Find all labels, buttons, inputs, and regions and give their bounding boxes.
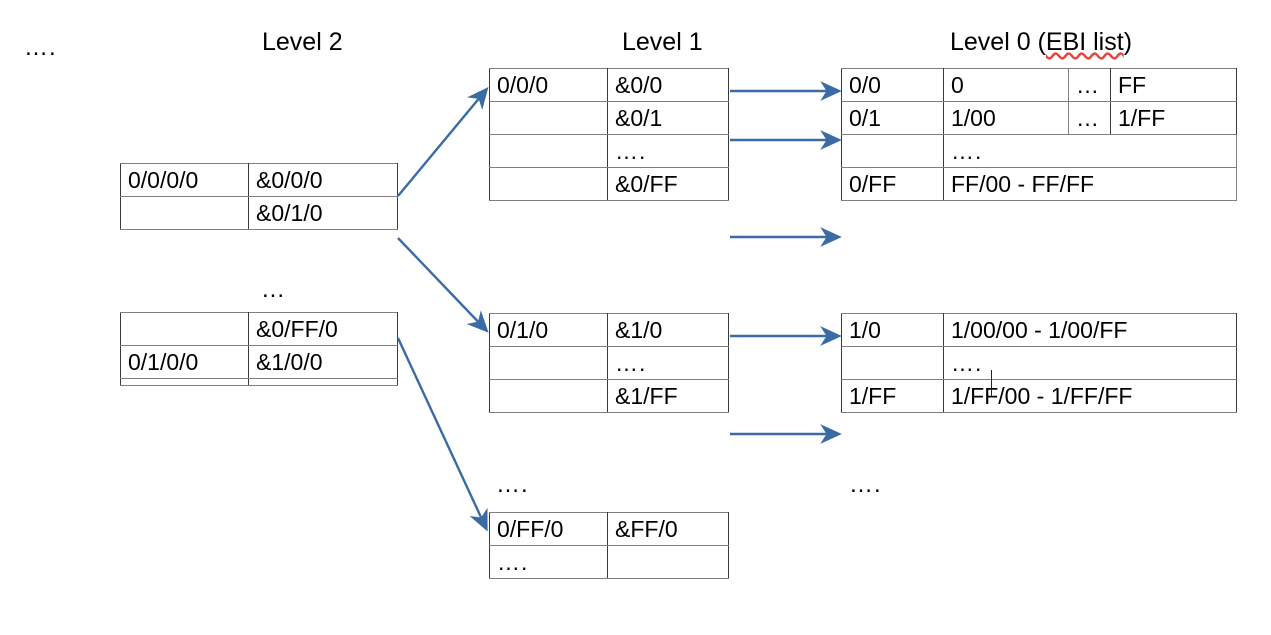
table-row[interactable]: 0/FF FF/00 - FF/FF	[841, 167, 1237, 201]
level2-table-a: 0/0/0/0 &0/0/0 &0/1/0	[120, 163, 398, 230]
level0-a-r1-c3[interactable]: 1/FF	[1110, 101, 1237, 135]
level0-b-r2-c1[interactable]: 1/FF/00 - 1/FF/FF	[943, 379, 1237, 413]
table-row[interactable]: ….	[489, 134, 729, 168]
level2-a-r0-ptr[interactable]: &0/0/0	[248, 163, 398, 197]
heading-level-1: Level 1	[622, 28, 703, 56]
level0-b-r1-c1[interactable]: ….	[943, 346, 1237, 380]
level0-a-r0-c3[interactable]: FF	[1110, 68, 1237, 102]
heading-level-2: Level 2	[262, 28, 343, 56]
level1-table-a: 0/0/0 &0/0 &0/1 …. &0/FF	[489, 68, 729, 201]
level0-a-r3-key[interactable]: 0/FF	[841, 167, 944, 201]
level1-b-r0-ptr[interactable]: &1/0	[607, 313, 729, 347]
table-row[interactable]: 0/0/0 &0/0	[489, 68, 729, 102]
table-row[interactable]: 0/1/0/0 &1/0/0	[120, 345, 398, 379]
table-row[interactable]: 0/0/0/0 &0/0/0	[120, 163, 398, 197]
level0-a-r0-c1[interactable]: 0	[943, 68, 1069, 102]
level1-b-r1-key[interactable]	[489, 346, 608, 380]
table-row[interactable]: ….	[841, 346, 1237, 380]
level2-gap-ellipsis: ...	[262, 276, 286, 303]
table-row[interactable]: 1/0 1/00/00 - 1/00/FF	[841, 313, 1237, 347]
level2-b-r0-ptr[interactable]: &0/FF/0	[248, 312, 398, 346]
level1-c-r0-ptr[interactable]: &FF/0	[607, 512, 729, 546]
level0-a-r1-c2[interactable]: …	[1068, 101, 1111, 135]
level1-c-r1-ptr[interactable]	[607, 545, 729, 579]
text-caret	[991, 370, 992, 396]
table-row[interactable]: ….	[489, 346, 729, 380]
level1-table-b: 0/1/0 &1/0 …. &1/FF	[489, 313, 729, 413]
heading-level-0: Level 0 (EBI list)	[950, 27, 1132, 57]
level1-bottom-ellipsis: ….	[496, 471, 529, 498]
level1-b-r0-key[interactable]: 0/1/0	[489, 313, 608, 347]
arrow-l2b-row0-to-l1c	[396, 337, 488, 532]
level2-b-r1-key[interactable]: 0/1/0/0	[120, 345, 249, 379]
level1-a-r1-key[interactable]	[489, 101, 608, 135]
level0-b-r2-key[interactable]: 1/FF	[841, 379, 944, 413]
level1-c-r1-key[interactable]: ….	[489, 545, 608, 579]
level1-b-r2-key[interactable]	[489, 379, 608, 413]
table-row[interactable]: 0/FF/0 &FF/0	[489, 512, 729, 546]
level1-a-r3-ptr[interactable]: &0/FF	[607, 167, 729, 201]
level2-a-r0-key[interactable]: 0/0/0/0	[120, 163, 249, 197]
table-row[interactable]: 0/0 0 … FF	[841, 68, 1237, 102]
arrow-l2a-row1-to-l1b	[397, 237, 489, 333]
level0-b-r0-c1[interactable]: 1/00/00 - 1/00/FF	[943, 313, 1237, 347]
table-row[interactable]: ….	[489, 545, 729, 579]
level1-c-r0-key[interactable]: 0/FF/0	[489, 512, 608, 546]
level2-b-r2-key[interactable]	[120, 378, 249, 386]
level0-b-r0-key[interactable]: 1/0	[841, 313, 944, 347]
level2-b-r1-ptr[interactable]: &1/0/0	[248, 345, 398, 379]
table-row[interactable]: &0/1/0	[120, 196, 398, 230]
level1-table-c: 0/FF/0 &FF/0 ….	[489, 512, 729, 579]
table-row[interactable]: 1/FF 1/FF/00 - 1/FF/FF	[841, 379, 1237, 413]
far-left-ellipsis: ….	[24, 34, 57, 61]
heading-level-0-misspelled: EBI list	[1045, 28, 1124, 56]
level1-b-r2-ptr[interactable]: &1/FF	[607, 379, 729, 413]
arrow-l2a-row0-to-l1a	[397, 87, 489, 197]
heading-level-0-suffix: )	[1123, 28, 1133, 56]
level1-b-r1-ptr[interactable]: ….	[607, 346, 729, 380]
table-row[interactable]: &0/1	[489, 101, 729, 135]
table-row[interactable]: &0/FF	[489, 167, 729, 201]
level0-table-b: 1/0 1/00/00 - 1/00/FF …. 1/FF 1/FF/00 - …	[841, 313, 1237, 413]
heading-level-0-prefix: Level 0 (	[950, 28, 1046, 56]
level0-a-r1-c1[interactable]: 1/00	[943, 101, 1069, 135]
level2-b-r0-key[interactable]	[120, 312, 249, 346]
table-row[interactable]	[120, 378, 398, 386]
level0-a-r2-key[interactable]	[841, 134, 944, 168]
level2-table-b: &0/FF/0 0/1/0/0 &1/0/0	[120, 312, 398, 386]
level0-a-r2-c1[interactable]: ….	[943, 134, 1237, 168]
table-row[interactable]: 0/1 1/00 … 1/FF	[841, 101, 1237, 135]
level0-b-r1-key[interactable]	[841, 346, 944, 380]
level1-a-r3-key[interactable]	[489, 167, 608, 201]
level0-table-a: 0/0 0 … FF 0/1 1/00 … 1/FF …. 0/FF FF/00…	[841, 68, 1237, 201]
level0-a-r0-key[interactable]: 0/0	[841, 68, 944, 102]
table-row[interactable]: 0/1/0 &1/0	[489, 313, 729, 347]
level1-a-r2-key[interactable]	[489, 134, 608, 168]
level1-a-r0-key[interactable]: 0/0/0	[489, 68, 608, 102]
level0-a-r0-c2[interactable]: …	[1068, 68, 1111, 102]
level2-b-r2-ptr[interactable]	[248, 378, 398, 386]
level2-a-r1-key[interactable]	[120, 196, 249, 230]
table-row[interactable]: &1/FF	[489, 379, 729, 413]
level2-a-r1-ptr[interactable]: &0/1/0	[248, 196, 398, 230]
level0-a-r3-c1[interactable]: FF/00 - FF/FF	[943, 167, 1237, 201]
table-row[interactable]: &0/FF/0	[120, 312, 398, 346]
level1-a-r0-ptr[interactable]: &0/0	[607, 68, 729, 102]
table-row[interactable]: ….	[841, 134, 1237, 168]
level0-a-r1-key[interactable]: 0/1	[841, 101, 944, 135]
level1-a-r2-ptr[interactable]: ….	[607, 134, 729, 168]
level0-bottom-ellipsis: ….	[849, 471, 882, 498]
level1-a-r1-ptr[interactable]: &0/1	[607, 101, 729, 135]
